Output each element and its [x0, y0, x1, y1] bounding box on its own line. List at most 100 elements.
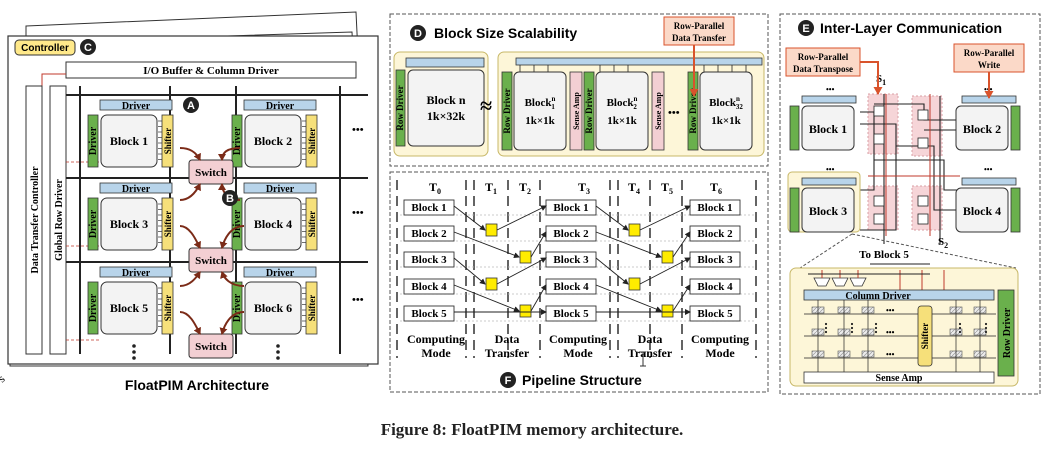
- column-driver: [243, 99, 317, 111]
- column-driver-label: Driver: [266, 101, 295, 112]
- switch-arrow: [219, 225, 245, 249]
- pipe-block-label: Block 2: [411, 228, 447, 240]
- badge-e-label: E: [802, 23, 809, 35]
- e-detail-crossbar: Column Driver ••••••••• Shifter Row Driv…: [789, 267, 1019, 387]
- controller-box: [14, 39, 76, 56]
- switch-arrow: [179, 225, 201, 249]
- block-n-label: Block n: [426, 93, 465, 107]
- switch-arrow: [218, 147, 241, 161]
- ellipsis-row1: •••: [352, 124, 364, 136]
- badge-b: [222, 190, 238, 206]
- pipe-block: [403, 199, 455, 216]
- mode-label-line2: Transfer: [485, 346, 530, 360]
- transfer-arrow: [453, 205, 486, 231]
- row-driver: [231, 281, 243, 335]
- row-driver-label: Driver: [88, 293, 99, 322]
- row-driver-label: Driver: [232, 293, 243, 322]
- data-transfer-controller-label: Data Transfer Controller: [30, 166, 41, 274]
- column-driver-label: Driver: [122, 184, 151, 195]
- block-body: [244, 114, 302, 168]
- transfer-arrow: [595, 284, 662, 312]
- transfer-arrow: [453, 231, 520, 259]
- sub-block-size: 1k×1k: [711, 115, 741, 127]
- transfer-buffer: [485, 277, 498, 291]
- column-driver-label: Driver: [122, 268, 151, 279]
- pipe-block: [403, 251, 455, 268]
- pipe-block-label: Block 1: [553, 202, 588, 214]
- switch-arrow: [220, 271, 245, 287]
- shifter: [305, 281, 318, 335]
- shifter-label: Shifter: [163, 295, 173, 322]
- block-body: [244, 281, 302, 335]
- shifter-label: Shifter: [307, 211, 317, 238]
- switch-arrow: [179, 271, 201, 287]
- row-driver: [231, 114, 243, 168]
- column-driver: [99, 266, 173, 278]
- badge-a-label: A: [187, 100, 195, 112]
- switch-1: [188, 159, 234, 185]
- vertical-ellipses: [132, 344, 280, 360]
- sub-row-driver-label: Row Driver: [688, 88, 698, 133]
- e-callout-left-line2: Data Transpose: [793, 64, 853, 74]
- badge-b-label: B: [226, 193, 234, 205]
- shifter: [305, 114, 318, 168]
- block-label: Block 6: [254, 301, 292, 315]
- badge-f-label: F: [505, 375, 512, 387]
- shifter-label: Shifter: [163, 128, 173, 155]
- block-body: [100, 197, 158, 251]
- switch-arrow: [179, 183, 201, 201]
- transfer-arrow: [672, 284, 691, 312]
- row-driver: [87, 197, 99, 251]
- sub-block-size: 1k×1k: [525, 115, 555, 127]
- e-row-driver: [997, 289, 1015, 377]
- badge-d-label: D: [414, 28, 422, 40]
- pipe-block-label: Block 5: [411, 308, 447, 320]
- pipe-block-label: Block 5: [553, 308, 589, 320]
- time-label-4: T4: [628, 180, 640, 196]
- badge-c: [80, 39, 96, 55]
- mode-label-line1: Computing: [691, 332, 749, 346]
- pipeline-blocks: Block 1 Block 2 Block 3 Block 4 Block 5 Block…: [403, 199, 741, 322]
- switch-label: Switch: [195, 255, 227, 267]
- switch-arrow: [179, 147, 201, 161]
- pipe-block-label: Block 1: [697, 202, 732, 214]
- transfer-arrow: [496, 205, 547, 231]
- time-label-0: T0: [429, 180, 441, 196]
- sub-block-body: [699, 71, 753, 151]
- sub-block-size: 1k×1k: [607, 115, 637, 127]
- corner-s-glyph: s: [0, 371, 8, 385]
- io-buffer: [65, 61, 357, 79]
- ellipsis-row2: •••: [352, 207, 364, 219]
- d-row-driver-label: Row Driver: [395, 85, 405, 130]
- badge-c-label: C: [84, 42, 92, 54]
- e-callout-left-line1: Row-Parallel: [798, 52, 849, 62]
- badge-e: [798, 20, 814, 36]
- e-column-driver: [803, 289, 995, 301]
- controller-label: Controller: [21, 43, 69, 54]
- shifter: [305, 197, 318, 251]
- switch-arrow: [179, 311, 201, 335]
- row-driver-label: Driver: [232, 209, 243, 238]
- e-callout-right-line1: Row-Parallel: [964, 48, 1015, 58]
- transfer-arrow: [672, 231, 691, 258]
- shifter-label: Shifter: [307, 128, 317, 155]
- e-block-4: Block 4: [955, 177, 1021, 233]
- transfer-arrow: [595, 231, 662, 259]
- floatpim-figure: s Controller C I/O Buffer & Column Drive…: [0, 11, 1041, 395]
- column-driver: [99, 182, 173, 194]
- e-callout-left: [785, 47, 861, 77]
- pipe-block-label: Block 4: [697, 281, 733, 293]
- pipe-block-label: Block 4: [411, 281, 447, 293]
- pipe-block-label: Block 3: [411, 254, 447, 266]
- e-block-label: Block 4: [963, 204, 1001, 218]
- mode-label-line2: Transfer: [628, 346, 673, 360]
